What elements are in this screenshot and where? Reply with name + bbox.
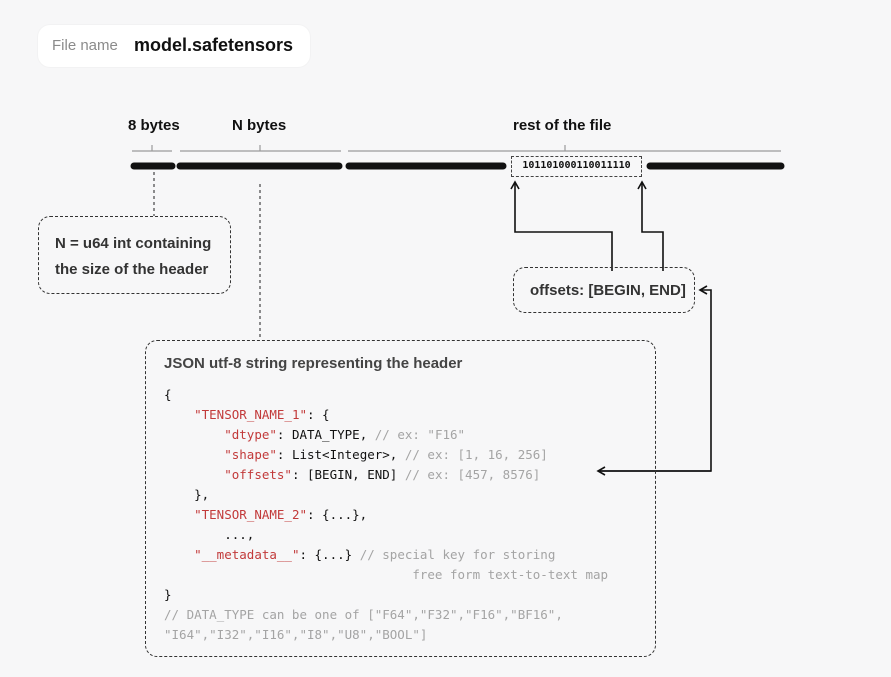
dashed-connectors bbox=[153, 172, 261, 340]
code-offsets-value: : [BEGIN, END] bbox=[291, 467, 405, 482]
tensor-bits-block: 101101000110011110 bbox=[511, 156, 642, 177]
code-dtype-comment: // ex: "F16" bbox=[374, 427, 466, 442]
code-close-tensor-1: }, bbox=[194, 487, 210, 502]
offsets-note-text: offsets: [BEGIN, END] bbox=[530, 282, 686, 299]
filename-value: model.safetensors bbox=[134, 35, 294, 55]
code-footer-comment-2: "I64","I32","I16","I8","U8","BOOL"] bbox=[164, 627, 428, 642]
code-metadata-comment-2: free form text-to-text map bbox=[412, 567, 609, 582]
segment-label-n-bytes: N bytes bbox=[232, 117, 287, 134]
code-metadata-value: : {...} bbox=[299, 547, 360, 562]
code-tensor-1-key: "TENSOR_NAME_1" bbox=[194, 407, 307, 422]
header-size-note-line-2: the size of the header bbox=[55, 261, 209, 278]
code-offsets-comment: // ex: [457, 8576] bbox=[404, 467, 541, 482]
json-header-box: JSON utf-8 string representing the heade… bbox=[145, 340, 656, 657]
offset-arrows bbox=[510, 180, 664, 271]
code-tensor-2-rest: : {...}, bbox=[307, 507, 368, 522]
code-close-brace: } bbox=[164, 587, 172, 602]
code-tensor-1-rest: : { bbox=[307, 407, 330, 422]
segment-label-rest-of-file: rest of the file bbox=[513, 117, 612, 134]
code-dtype-key: "dtype" bbox=[224, 427, 277, 442]
segment-label-8-bytes: 8 bytes bbox=[128, 117, 180, 134]
code-dtype-value: : DATA_TYPE, bbox=[276, 427, 375, 442]
header-size-note-line-1: N = u64 int containing bbox=[55, 235, 212, 252]
code-shape-comment: // ex: [1, 16, 256] bbox=[404, 447, 548, 462]
code-shape-value: : List<Integer>, bbox=[276, 447, 405, 462]
json-header-title: JSON utf-8 string representing the heade… bbox=[164, 355, 463, 372]
code-metadata-key: "__metadata__" bbox=[194, 547, 300, 562]
json-code-block: { "TENSOR_NAME_1": { "dtype": DATA_TYPE,… bbox=[164, 385, 608, 645]
filename-pill: File name model.safetensors bbox=[38, 25, 310, 67]
code-shape-key: "shape" bbox=[224, 447, 277, 462]
code-ellipsis: ..., bbox=[224, 527, 255, 542]
filename-label: File name bbox=[52, 37, 118, 54]
code-open-brace: { bbox=[164, 387, 172, 402]
code-offsets-key: "offsets" bbox=[224, 467, 292, 482]
header-size-note: N = u64 int containing the size of the h… bbox=[38, 216, 231, 294]
code-tensor-2-key: "TENSOR_NAME_2" bbox=[194, 507, 307, 522]
code-footer-comment-1: // DATA_TYPE can be one of ["F64","F32",… bbox=[164, 607, 563, 622]
offsets-link-arrow bbox=[596, 285, 712, 476]
code-metadata-comment-1: // special key for storing bbox=[359, 547, 556, 562]
segment-brackets bbox=[132, 145, 781, 152]
offsets-note: offsets: [BEGIN, END] bbox=[513, 267, 695, 313]
